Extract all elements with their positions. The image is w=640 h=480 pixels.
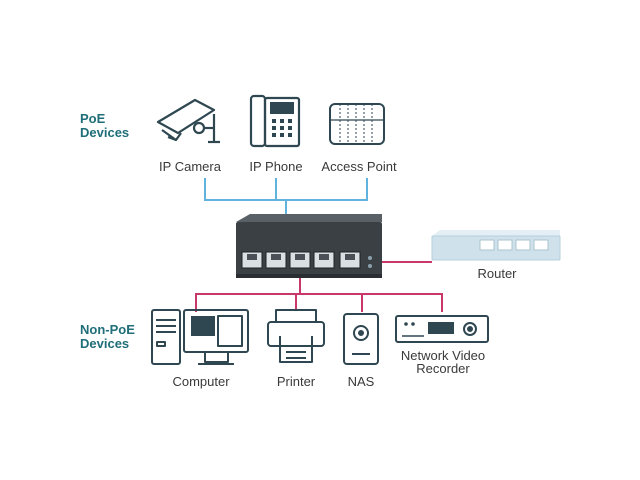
ip-phone-icon bbox=[249, 94, 301, 148]
router-icon bbox=[431, 230, 561, 261]
poe-label-line1: PoE bbox=[80, 111, 106, 126]
poe-label-line2: Devices bbox=[80, 125, 130, 140]
nas-icon bbox=[343, 313, 379, 365]
access-point-label: Access Point bbox=[321, 159, 397, 174]
printer-label: Printer bbox=[276, 374, 316, 389]
nonpoe-label-line1: Non-PoE bbox=[80, 322, 135, 337]
computer-label: Computer bbox=[172, 374, 230, 389]
nonpoe-bus-line bbox=[195, 293, 443, 312]
network-video-recorder-icon bbox=[395, 315, 489, 343]
nvr-label: Network Video Recorder bbox=[388, 349, 498, 375]
nonpoe-devices-label: Non-PoE Devices bbox=[80, 323, 135, 351]
poe-bus-line bbox=[204, 178, 368, 201]
computer-icon bbox=[151, 309, 249, 365]
access-point-icon bbox=[329, 103, 385, 145]
poe-devices-label: PoE Devices bbox=[80, 112, 129, 140]
nas-label: NAS bbox=[347, 374, 375, 389]
ip-camera-label: IP Camera bbox=[159, 159, 221, 174]
printer-icon bbox=[267, 309, 325, 363]
ip-phone-label: IP Phone bbox=[249, 159, 303, 174]
nonpoe-label-line2: Devices bbox=[80, 336, 130, 351]
nvr-label-line2: Recorder bbox=[416, 361, 470, 376]
router-label: Router bbox=[477, 266, 517, 281]
nvr-label-line1: Network Video bbox=[400, 348, 486, 363]
poe-switch-icon bbox=[236, 214, 382, 278]
ip-camera-icon bbox=[156, 98, 220, 144]
